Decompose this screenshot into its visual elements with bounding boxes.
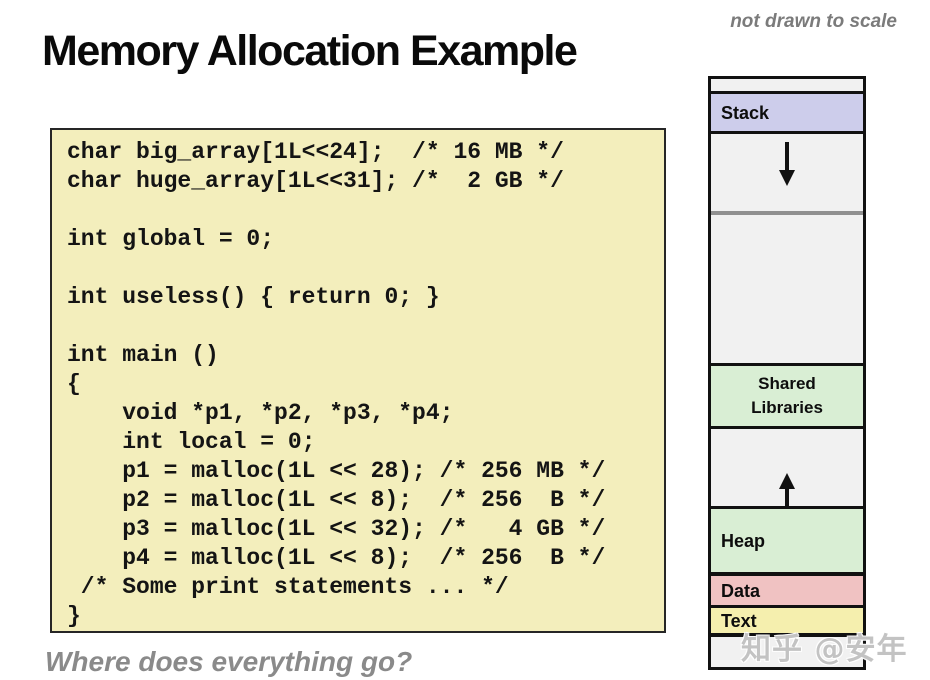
code-line: p1 = malloc(1L << 28); /* 256 MB */ [67, 458, 606, 484]
memory-region-stack-growth [711, 134, 863, 215]
code-line: p2 = malloc(1L << 8); /* 256 B */ [67, 487, 606, 513]
memory-region-unused-middle [711, 215, 863, 366]
code-line: p4 = malloc(1L << 8); /* 256 B */ [67, 545, 606, 571]
question-text: Where does everything go? [45, 646, 413, 677]
text-label: Text [721, 610, 757, 631]
memory-region-text: Text [711, 608, 863, 637]
heap-growth-arrow-up-icon [779, 473, 795, 509]
shared-libraries-label-line1: Shared [758, 374, 816, 393]
code-line: } [67, 603, 81, 629]
heap-label: Heap [721, 530, 766, 551]
memory-layout-diagram: Stack Shared Libraries Heap Data Text [708, 76, 866, 670]
memory-region-data: Data [711, 576, 863, 608]
code-line: { [67, 371, 81, 397]
memory-region-bottom-spacer [711, 637, 863, 667]
code-line: char huge_array[1L<<31]; /* 2 GB */ [67, 168, 564, 194]
memory-region-heap: Heap [711, 509, 863, 576]
memory-region-stack: Stack [711, 94, 863, 134]
memory-region-heap-growth [711, 429, 863, 509]
stack-growth-arrow-down-icon [779, 142, 795, 186]
data-label: Data [721, 580, 761, 601]
code-line: /* Some print statements ... */ [67, 574, 509, 600]
code-line: p3 = malloc(1L << 32); /* 4 GB */ [67, 516, 606, 542]
code-line [67, 312, 664, 341]
code-line: int global = 0; [67, 226, 275, 252]
scale-note: not drawn to scale [730, 11, 897, 32]
stack-label: Stack [721, 102, 770, 123]
code-lines: char big_array[1L<<24]; /* 16 MB */ char … [67, 138, 664, 631]
page-title: Memory Allocation Example [42, 27, 578, 75]
code-line: void *p1, *p2, *p3, *p4; [67, 400, 454, 426]
shared-libraries-label-line2: Libraries [751, 398, 823, 417]
memory-region-top-spacer [711, 79, 863, 94]
code-panel: char big_array[1L<<24]; /* 16 MB */ char … [50, 128, 666, 633]
watermark: 知乎 @安年 [741, 632, 908, 667]
code-line [67, 254, 664, 283]
memory-region-shared-libraries: Shared Libraries [711, 366, 863, 429]
code-line [67, 196, 664, 225]
code-line: char big_array[1L<<24]; /* 16 MB */ [67, 139, 564, 165]
code-line: int local = 0; [67, 429, 316, 455]
code-line: int main () [67, 342, 219, 368]
code-line: int useless() { return 0; } [67, 284, 440, 310]
